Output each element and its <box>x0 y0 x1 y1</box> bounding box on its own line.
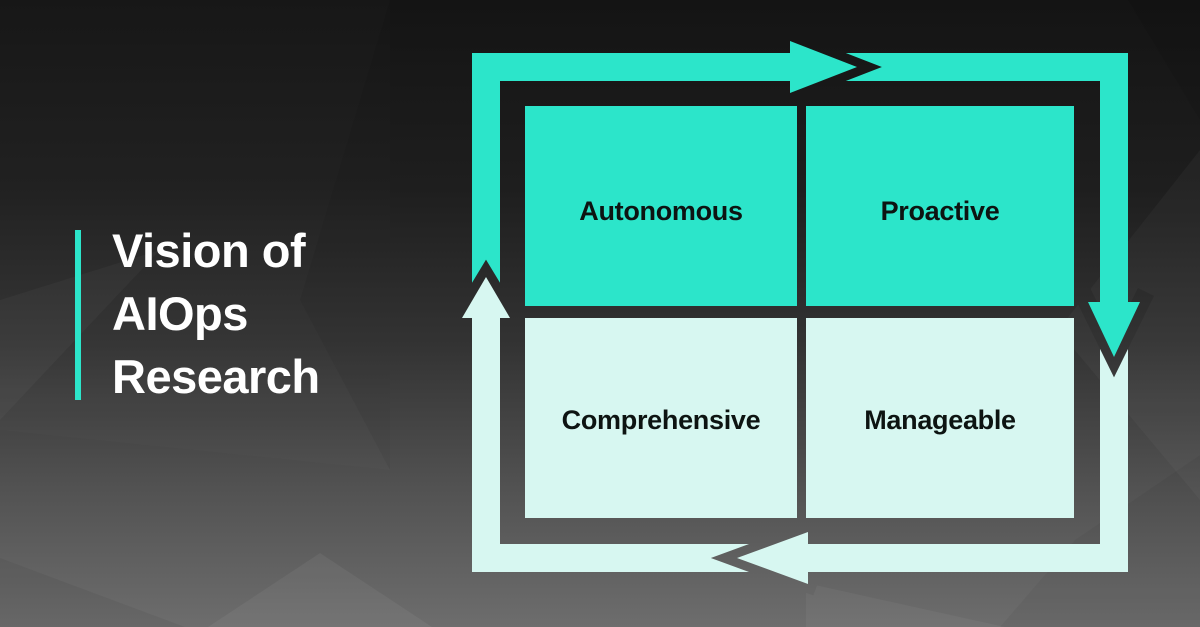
quadrant-label: Proactive <box>880 195 1000 226</box>
quadrant-proactive: Proactive <box>806 106 1074 306</box>
title-accent-bar <box>75 230 81 400</box>
quadrant-autonomous: Autonomous <box>525 106 797 306</box>
quadrant-manageable: Manageable <box>806 318 1074 518</box>
quadrant-label: Autonomous <box>579 195 743 226</box>
title-block: Vision of AIOps Research <box>75 219 320 408</box>
arrowhead-up-icon <box>462 277 510 318</box>
quadrant-comprehensive: Comprehensive <box>525 318 797 518</box>
quadrant-label: Comprehensive <box>561 404 761 435</box>
arrowhead-right-icon <box>790 41 857 93</box>
arrowhead-down-icon <box>1088 302 1140 357</box>
arrowhead-left-icon <box>737 532 808 584</box>
quadrant-label: Manageable <box>864 404 1016 435</box>
page-title: Vision of AIOps Research <box>112 224 320 403</box>
